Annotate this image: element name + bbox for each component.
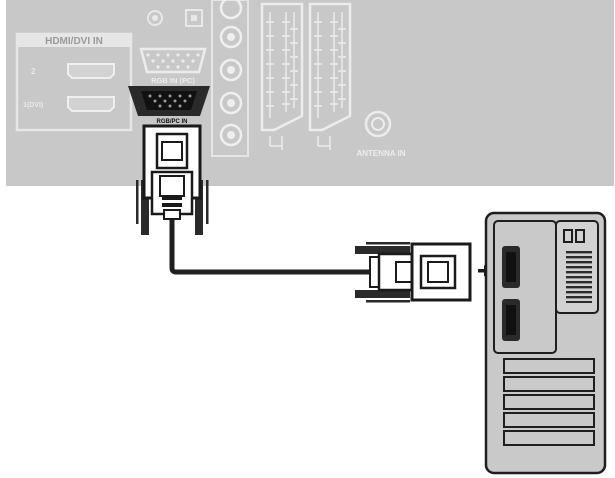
vga-cable [169, 214, 372, 275]
hdmi-port-2-label: 2 [31, 67, 36, 76]
rgb-in-pc-label: RGB IN (PC) [151, 76, 195, 85]
connector-caption: RGB/PC IN [156, 119, 187, 125]
av-jack-column [211, 0, 249, 157]
rgb-in-pc-port [139, 47, 207, 74]
hdmi-dvi-in-title: HDMI/DVI IN [45, 36, 103, 47]
pc-tower [484, 211, 607, 475]
connected-rgb-port: RGB/PC IN [128, 86, 210, 125]
antenna-in-jack [364, 110, 392, 138]
scart-2 [308, 2, 352, 150]
scart-1 [260, 2, 304, 150]
vga-plug-tv [136, 124, 209, 235]
top-jacks [147, 9, 203, 27]
hdmi-dvi-in-box: HDMI/DVI IN 2 1(DVI) [15, 32, 133, 132]
hdmi-port-2 [67, 63, 115, 79]
antenna-in-label: ANTENNA IN [356, 149, 405, 158]
hdmi-port-1-label: 1(DVI) [23, 102, 43, 109]
vga-plug-pc [355, 242, 472, 303]
hdmi-port-1 [67, 96, 115, 112]
tv-back-panel: HDMI/DVI IN 2 1(DVI) RGB IN (PC) [6, 0, 614, 186]
